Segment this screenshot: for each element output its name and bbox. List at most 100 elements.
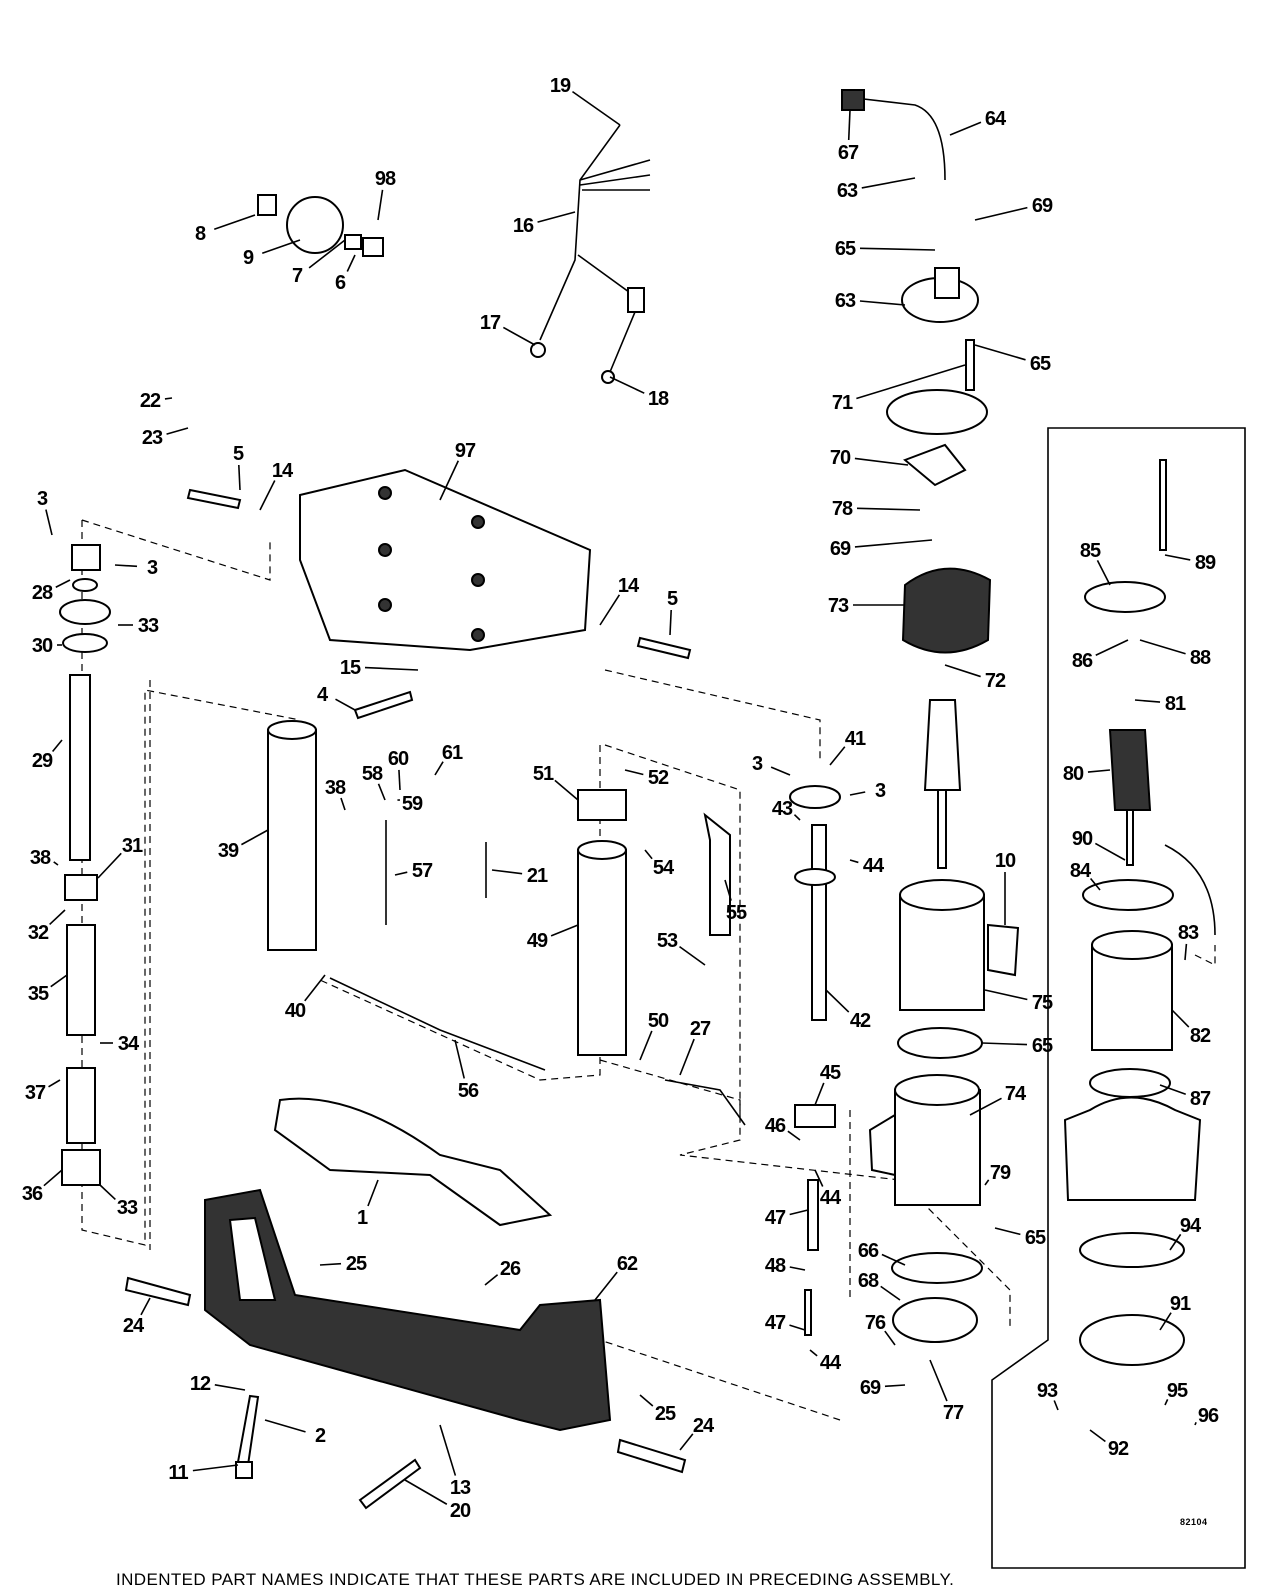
callout-label: 43 xyxy=(772,798,793,820)
leader-line xyxy=(49,1080,60,1087)
leader-line xyxy=(260,481,275,510)
leader-line xyxy=(1097,560,1110,585)
dashed-guide xyxy=(82,520,270,580)
leader-line xyxy=(555,780,578,800)
housing-82 xyxy=(1092,945,1172,1050)
leader-line xyxy=(379,784,385,800)
leader-line xyxy=(625,770,643,775)
leader-line xyxy=(53,740,62,752)
armature xyxy=(925,700,960,790)
callout-label: 11 xyxy=(168,1462,188,1484)
bolt-4 xyxy=(355,692,412,718)
callout-label: 66 xyxy=(858,1240,879,1262)
callout-label: 65 xyxy=(835,238,856,260)
leader-line xyxy=(572,92,620,125)
leader-line xyxy=(857,508,920,510)
motor-74 xyxy=(895,1090,980,1205)
callout-label: 63 xyxy=(835,290,856,312)
callout-label: 46 xyxy=(765,1115,786,1137)
callout-label: 41 xyxy=(845,728,866,750)
callout-label: 90 xyxy=(1072,828,1093,850)
leader-line xyxy=(794,815,800,820)
callout-label: 37 xyxy=(25,1082,46,1104)
callout-label: 44 xyxy=(863,855,885,877)
callout-label: 65 xyxy=(1025,1227,1046,1249)
callout-label: 53 xyxy=(657,930,678,952)
callout-label: 5 xyxy=(233,443,244,465)
callout-label: 82 xyxy=(1190,1025,1211,1047)
callout-label: 9 xyxy=(243,247,254,269)
callout-label: 33 xyxy=(138,615,159,637)
leader-line xyxy=(241,830,268,845)
brush-plate-70 xyxy=(905,445,965,485)
callout-label: 69 xyxy=(860,1377,881,1399)
callout-label: 77 xyxy=(943,1402,964,1424)
leader-line xyxy=(399,770,400,790)
callout-label: 32 xyxy=(28,922,49,944)
leader-line xyxy=(141,1298,150,1315)
leader-line xyxy=(305,975,325,1001)
armature-80 xyxy=(1110,730,1150,810)
callout-label: 13 xyxy=(450,1477,471,1499)
callout-label: 98 xyxy=(375,168,396,190)
stern-bracket-62 xyxy=(205,1190,610,1430)
callout-label: 39 xyxy=(218,840,239,862)
callout-label: 15 xyxy=(340,657,361,679)
leader-line xyxy=(440,1425,455,1476)
leader-line xyxy=(115,565,137,566)
callout-label: 62 xyxy=(617,1253,638,1275)
leader-line xyxy=(985,1180,989,1185)
leader-line xyxy=(1090,1430,1105,1442)
callout-label: 1 xyxy=(357,1207,368,1229)
cylinder-39 xyxy=(268,730,316,950)
callout-label: 28 xyxy=(32,582,53,604)
part-drawings xyxy=(60,90,1245,1568)
manual-release-1 xyxy=(275,1099,550,1225)
callout-label: 3 xyxy=(875,780,886,802)
leader-line xyxy=(595,1272,617,1300)
leader-line xyxy=(165,398,172,399)
leader-line xyxy=(855,458,908,465)
leader-line xyxy=(378,190,383,220)
leader-line xyxy=(1096,640,1128,655)
leader-line xyxy=(1135,700,1160,702)
wire-harness-16 xyxy=(540,125,650,372)
leader-line xyxy=(51,975,67,987)
callout-label: 34 xyxy=(118,1033,140,1055)
leader-line xyxy=(335,699,355,710)
leader-line xyxy=(982,1043,1027,1045)
leader-line xyxy=(945,665,981,677)
callout-label: 89 xyxy=(1195,552,1216,574)
callout-label: 78 xyxy=(832,498,853,520)
callout-label: 31 xyxy=(122,835,143,857)
leader-line xyxy=(44,1170,62,1186)
leader-line xyxy=(50,910,65,924)
leader-line xyxy=(810,1350,817,1356)
leader-line xyxy=(771,767,790,775)
leader-line xyxy=(100,1185,115,1199)
callout-label: 22 xyxy=(140,390,161,412)
callout-label: 8 xyxy=(195,223,206,245)
callout-label: 49 xyxy=(527,930,548,952)
callout-label: 19 xyxy=(550,75,571,97)
dashed-guide xyxy=(320,745,600,1080)
callout-label: 54 xyxy=(653,857,675,879)
callout-label: 68 xyxy=(858,1270,879,1292)
callout-label: 44 xyxy=(820,1187,842,1209)
leader-line xyxy=(56,580,70,587)
shaft-29 xyxy=(70,675,90,860)
callout-label: 23 xyxy=(142,427,163,449)
callout-label: 26 xyxy=(500,1258,521,1280)
leader-line xyxy=(538,212,575,222)
callout-label: 84 xyxy=(1070,860,1092,882)
callout-label: 72 xyxy=(985,670,1006,692)
leader-line xyxy=(670,610,671,635)
leader-line xyxy=(1185,944,1186,960)
leader-line xyxy=(98,853,121,878)
callout-label: 3 xyxy=(147,557,158,579)
callout-label: 80 xyxy=(1063,763,1084,785)
leader-line xyxy=(405,1480,447,1504)
callout-label: 65 xyxy=(1032,1035,1053,1057)
callout-label: 61 xyxy=(442,742,463,764)
callout-label: 52 xyxy=(648,767,669,789)
